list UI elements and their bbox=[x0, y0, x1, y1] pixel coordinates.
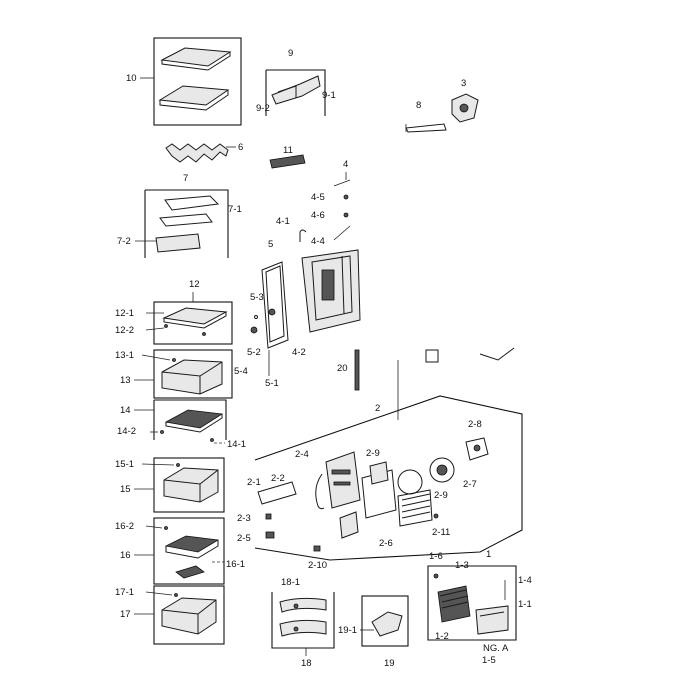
part-12-shelf bbox=[145, 301, 233, 345]
label-4-2: 4-2 bbox=[292, 347, 306, 358]
label-7: 7 bbox=[183, 173, 188, 184]
label-12: 12 bbox=[189, 279, 200, 290]
label-10: 10 bbox=[126, 73, 137, 84]
label-13-1: 13-1 bbox=[115, 350, 134, 361]
label-16-1: 16-1 bbox=[226, 559, 245, 570]
label-1-4: 1-4 bbox=[518, 575, 532, 586]
label-2: 2 bbox=[375, 403, 380, 414]
label-4-5: 4-5 bbox=[311, 192, 325, 203]
label-5: 5 bbox=[268, 239, 273, 250]
label-5-3: 5-3 bbox=[250, 292, 264, 303]
label-5-4: 5-4 bbox=[234, 366, 248, 377]
part-14-cover bbox=[150, 399, 227, 442]
label-2-1: 2-1 bbox=[247, 477, 261, 488]
part-15-drawer bbox=[141, 457, 225, 513]
part-10-shelves bbox=[140, 37, 242, 126]
label-12-1: 12-1 bbox=[115, 308, 134, 319]
label-15: 15 bbox=[120, 484, 131, 495]
part-1-compressor-assembly bbox=[427, 565, 517, 641]
label-2-4: 2-4 bbox=[295, 449, 309, 460]
label-1-3: 1-3 bbox=[455, 560, 469, 571]
label-1: 1 bbox=[486, 549, 491, 560]
label-9-1: 9-1 bbox=[322, 90, 336, 101]
label-14: 14 bbox=[120, 405, 131, 416]
label-18-1: 18-1 bbox=[281, 577, 300, 588]
label-6: 6 bbox=[238, 142, 243, 153]
label-2-6: 2-6 bbox=[379, 538, 393, 549]
label-16: 16 bbox=[120, 550, 131, 561]
label-9: 9 bbox=[288, 48, 293, 59]
label-2-11: 2-11 bbox=[432, 527, 450, 538]
label-2-5: 2-5 bbox=[237, 533, 251, 544]
label-5-1: 5-1 bbox=[265, 378, 279, 389]
label-17-1: 17-1 bbox=[115, 587, 134, 598]
label-20: 20 bbox=[337, 363, 348, 374]
part-8 bbox=[405, 123, 447, 133]
label-1-1: 1-1 bbox=[518, 599, 532, 610]
label-12-2: 12-2 bbox=[115, 325, 134, 336]
label-1-2: 1-2 bbox=[435, 631, 449, 642]
label-16-2: 16-2 bbox=[115, 521, 134, 532]
label-1-5: 1-5 bbox=[482, 655, 496, 666]
label-8: 8 bbox=[416, 100, 421, 111]
label-ng-a: NG. A bbox=[483, 643, 509, 654]
label-7-1: 7-1 bbox=[228, 204, 242, 215]
label-14-2: 14-2 bbox=[117, 426, 136, 437]
label-9-2: 9-2 bbox=[256, 103, 270, 114]
label-4-4: 4-4 bbox=[311, 236, 325, 247]
label-19: 19 bbox=[384, 658, 395, 669]
part-18-hoses bbox=[271, 592, 335, 649]
label-5-2: 5-2 bbox=[247, 347, 261, 358]
part-17-drawer bbox=[145, 585, 225, 645]
label-2-7: 2-7 bbox=[463, 479, 477, 490]
label-14-1: 14-1 bbox=[227, 439, 246, 450]
part-6-wine-rack bbox=[165, 143, 236, 163]
label-2-10: 2-10 bbox=[308, 560, 327, 571]
part-5-panel bbox=[250, 261, 289, 349]
label-13: 13 bbox=[120, 375, 131, 386]
label-15-1: 15-1 bbox=[115, 459, 134, 470]
label-2-2: 2-2 bbox=[271, 473, 285, 484]
label-4: 4 bbox=[343, 159, 348, 170]
label-11: 11 bbox=[283, 145, 293, 156]
part-9-bracket bbox=[265, 69, 326, 116]
label-4-1: 4-1 bbox=[276, 216, 290, 227]
label-7-2: 7-2 bbox=[117, 236, 131, 247]
label-17: 17 bbox=[120, 609, 131, 620]
label-2-9a: 2-9 bbox=[366, 448, 380, 459]
label-2-9b: 2-9 bbox=[434, 490, 448, 501]
part-4-2-housing bbox=[301, 249, 361, 333]
label-3: 3 bbox=[461, 78, 466, 89]
label-1-6: 1-6 bbox=[429, 551, 443, 562]
label-4-6: 4-6 bbox=[311, 210, 325, 221]
part-13-drawer bbox=[141, 349, 233, 399]
part-7-shelf bbox=[135, 189, 229, 258]
part-3-cap bbox=[451, 93, 479, 123]
label-19-1: 19-1 bbox=[338, 625, 357, 636]
label-18: 18 bbox=[301, 658, 312, 669]
part-19-bin bbox=[360, 595, 409, 647]
part-11-filter bbox=[269, 154, 306, 169]
part-2-evaporator-assembly bbox=[257, 437, 489, 552]
label-2-8: 2-8 bbox=[468, 419, 482, 430]
label-2-3: 2-3 bbox=[237, 513, 251, 524]
part-16-tray bbox=[145, 517, 225, 585]
